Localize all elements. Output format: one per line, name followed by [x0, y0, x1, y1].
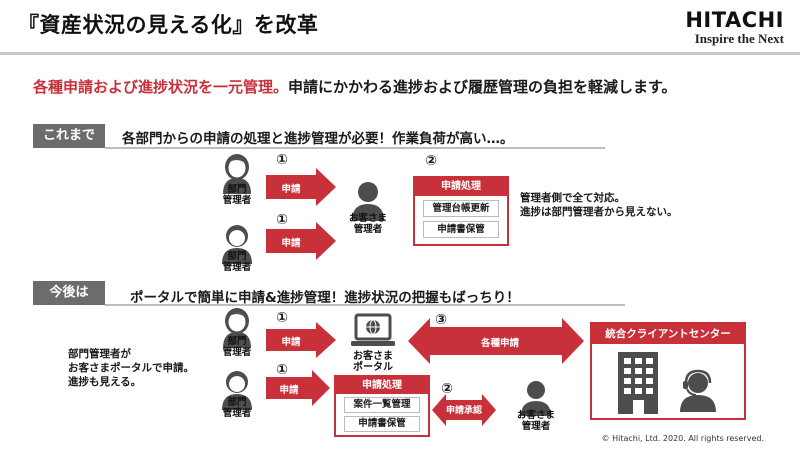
apply-arrow	[266, 370, 330, 406]
step-number: ①	[276, 152, 288, 168]
application-processing-box: 申請処理 案件一覧管理 申請書保管	[334, 375, 430, 437]
section-text-after: ポータルで簡単に申請&進捗管理！進捗状況の把握もばっちり！	[130, 290, 520, 306]
apply-arrow-label: 申請	[279, 385, 299, 396]
section-tag-before: これまで	[33, 124, 105, 148]
box-item: 申請書保管	[423, 221, 499, 238]
section-text-before: 各部門からの申請の処理と進捗管理が必要！作業負荷が高い…。	[122, 131, 514, 147]
dept-manager-label: 部門 管理者	[222, 397, 252, 419]
portal-label: お客さま ポータル	[353, 351, 393, 373]
integrated-client-center-box: 統合クライアントセンター	[590, 322, 746, 420]
application-processing-box: 申請処理 管理台帳更新 申請書保管	[413, 176, 509, 246]
box-title: 申請処理	[336, 377, 428, 394]
hitachi-logo: HITACHI	[685, 8, 784, 32]
customer-admin-label: お客さま 管理者	[348, 213, 387, 235]
step-number: ③	[435, 312, 447, 328]
box-item: 案件一覧管理	[344, 397, 420, 413]
approval-label: 申請承認	[445, 406, 482, 416]
logo-tagline: Inspire the Next	[694, 31, 784, 46]
slide-title: 『資産状況の見える化』を改革	[18, 13, 319, 37]
headline: 各種申請および進捗状況を一元管理。申請にかかわる進捗および履歴管理の負担を軽減し…	[33, 76, 677, 97]
apply-arrow	[266, 322, 336, 358]
step-number: ①	[276, 212, 288, 228]
various-applications-double-arrow	[408, 318, 584, 364]
step-number: ②	[441, 381, 453, 397]
approval-double-arrow	[432, 394, 496, 426]
title-divider	[0, 52, 800, 55]
dept-manager-label: 部門 管理者	[222, 336, 252, 358]
apply-arrow-label: 申請	[281, 337, 301, 348]
before-note: 管理者側で全て対応。 進捗は部門管理者から見えない。	[520, 192, 678, 218]
section-line-before	[105, 147, 605, 149]
male-person-icon	[222, 225, 252, 264]
laptop-globe-icon	[351, 313, 395, 346]
step-number: ①	[276, 362, 288, 378]
operator-headset-icon	[680, 369, 716, 412]
section-tag-after: 今後は	[33, 281, 105, 305]
center-title: 統合クライアントセンター	[592, 324, 744, 344]
copyright: © Hitachi, Ltd. 2020. All rights reserve…	[601, 434, 764, 443]
building-icon	[618, 352, 658, 414]
female-person-icon	[223, 308, 251, 348]
male-person-icon	[222, 371, 252, 410]
customer-admin-icon	[521, 381, 551, 416]
section-line-after	[105, 304, 625, 306]
apply-arrow	[266, 168, 336, 206]
headline-red: 各種申請および進捗状況を一元管理。	[33, 78, 289, 96]
double-arrow-label: 各種申請	[480, 338, 519, 349]
apply-arrow-label: 申請	[281, 184, 301, 195]
after-note: 部門管理者が お客さまポータルで申請。 進捗も見える。	[68, 348, 194, 388]
apply-arrow-label: 申請	[281, 238, 301, 249]
headline-black: 申請にかかわる進捗および履歴管理の負担を軽減します。	[288, 78, 677, 96]
box-item: 申請書保管	[344, 416, 420, 432]
step-number: ①	[276, 310, 288, 326]
apply-arrow	[266, 222, 336, 260]
customer-admin-icon	[352, 182, 384, 221]
box-title: 申請処理	[415, 178, 507, 196]
female-person-icon	[223, 154, 251, 194]
customer-admin-label: お客さま 管理者	[516, 410, 555, 432]
step-number: ②	[425, 153, 437, 169]
box-item: 管理台帳更新	[423, 200, 499, 217]
dept-manager-label: 部門 管理者	[222, 251, 252, 273]
dept-manager-label: 部門 管理者	[222, 184, 252, 206]
